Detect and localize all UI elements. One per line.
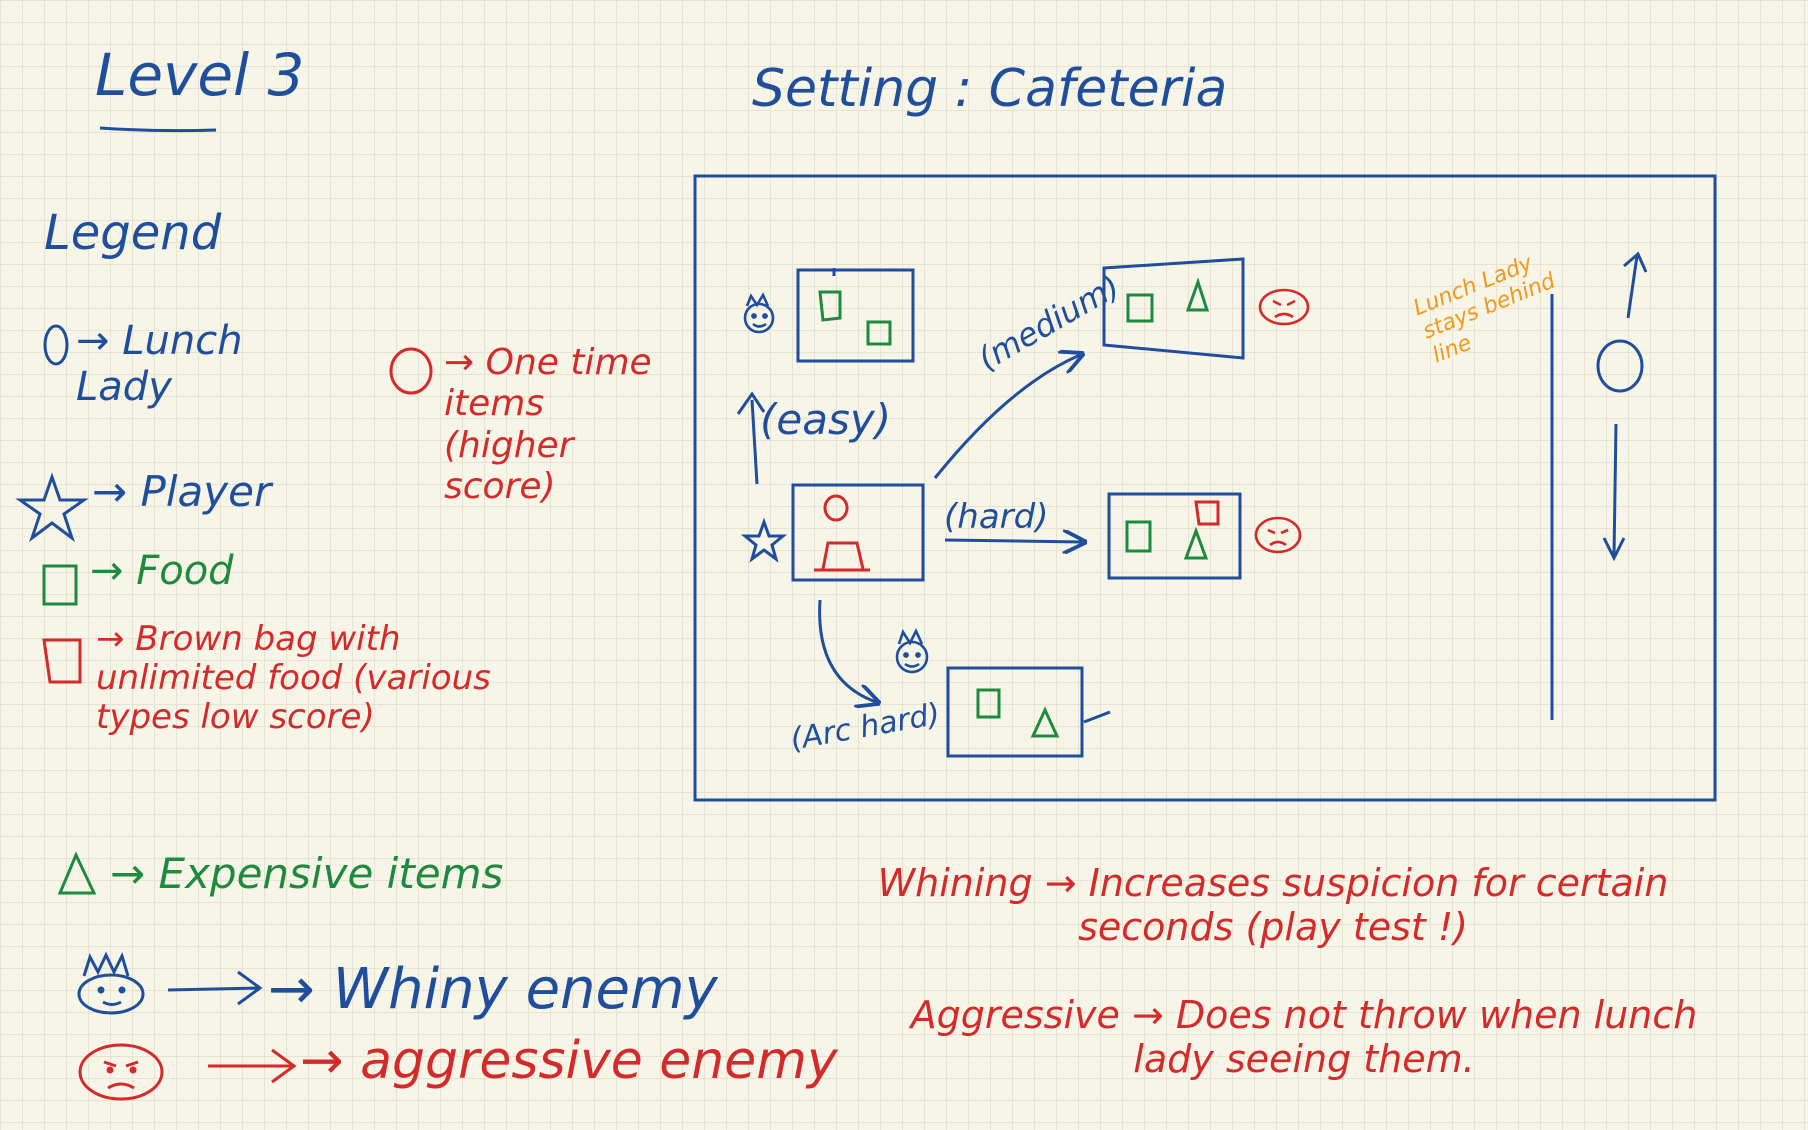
table-top-right-expensive [1185, 277, 1210, 312]
legend-aggressive-label: → aggressive enemy [300, 1031, 838, 1091]
legend-brown-bag-label: → Brown bag with unlimited food (various… [96, 619, 491, 738]
table-top-left [796, 268, 915, 363]
player-star-icon [15, 472, 89, 543]
whining-note: Whining → Increases suspicion for certai… [877, 861, 1669, 949]
food-square-icon [42, 564, 78, 606]
whiny-legend-arrow [167, 970, 263, 1006]
lunch-lady-down-arrow [1602, 423, 1626, 562]
medium-arrow [933, 355, 1080, 479]
table-middle-right-food [1125, 520, 1152, 553]
whiny-enemy-icon [77, 951, 145, 1015]
table-top-right-food [1126, 293, 1154, 323]
arc-hard-arrow [818, 599, 876, 702]
hard-arrow [944, 540, 1082, 542]
aggressive-legend-arrow [208, 1048, 297, 1084]
legend-lunch-lady-label: → Lunch Lady [76, 318, 243, 410]
aggressive-enemy-top-right-icon [1258, 288, 1310, 326]
table-bottom [946, 666, 1084, 758]
legend-heading: Legend [44, 205, 222, 261]
setting-title: Setting : Cafeteria [752, 59, 1228, 119]
legend-player-label: → Player [92, 467, 272, 516]
aggressive-enemy-middle-right-icon [1254, 516, 1302, 554]
hard-label: (hard) [944, 497, 1049, 537]
table-middle-right [1107, 492, 1242, 580]
lunch-lady-circle-icon [43, 324, 69, 366]
title-underline [99, 126, 217, 133]
table-middle-right-brown-bag [1194, 500, 1220, 526]
table-middle-right-expensive [1183, 526, 1209, 560]
brown-bag-icon [42, 638, 82, 684]
page-title: Level 3 [95, 41, 305, 109]
expensive-triangle-icon [57, 851, 97, 895]
legend-expensive-label: → Expensive items [110, 849, 504, 898]
easy-label: (easy) [760, 395, 892, 444]
player-star-map-icon [740, 517, 788, 563]
table-start-brown-bag [814, 541, 870, 572]
aggressive-note: Aggressive → Does not throw when lunch l… [910, 993, 1698, 1081]
cafeteria-map-frame [693, 174, 1717, 802]
legend-food-label: → Food [90, 548, 234, 594]
legend-one-time-label: → One time items (higher score) [444, 342, 652, 508]
table-start-one-time-item [823, 494, 849, 522]
whiny-enemy-top-left-icon [743, 292, 775, 334]
table-bottom-tick [1083, 710, 1111, 724]
one-time-item-circle-icon [389, 347, 433, 395]
table-top-right [1102, 257, 1245, 360]
legend-whiny-label: → Whiny enemy [268, 957, 718, 1022]
whiny-enemy-bottom-icon [895, 627, 929, 674]
lunch-lady-map-icon [1596, 339, 1644, 393]
easy-arrow [736, 391, 766, 485]
table-bottom-expensive [1030, 706, 1060, 738]
table-start [791, 483, 925, 582]
aggressive-enemy-icon [78, 1043, 164, 1101]
table-top-left-food-2 [866, 320, 892, 346]
lunch-lady-up-arrow [1623, 251, 1648, 319]
table-bottom-food [976, 688, 1001, 719]
table-top-left-food-1 [818, 290, 842, 322]
